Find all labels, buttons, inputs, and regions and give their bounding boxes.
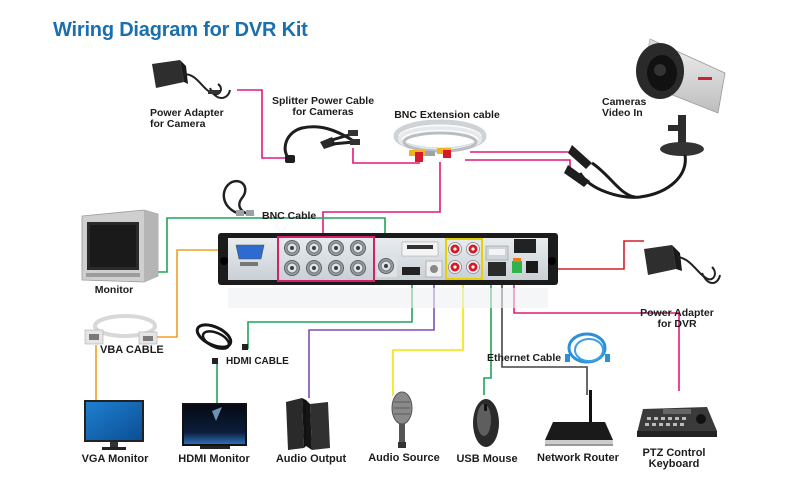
label-ptz-keyboard: PTZ Control Keyboard	[642, 447, 706, 470]
dvr-recorder-icon	[218, 233, 558, 285]
ethernet-cable-icon	[565, 332, 610, 364]
label-audio-source: Audio Source	[368, 452, 440, 464]
label-vga-monitor: VGA Monitor	[81, 453, 149, 465]
hdmi-cable-icon	[195, 323, 248, 364]
label-usb-mouse: USB Mouse	[456, 453, 518, 465]
power-adapter-dvr-icon	[644, 245, 721, 284]
wire-extension-to-camera-power	[465, 159, 571, 168]
wire-extension-to-dvr-inputs	[322, 162, 441, 237]
label-cameras-video-in: Cameras Video In	[602, 96, 647, 119]
wire-usb-mouse	[483, 258, 492, 395]
cctv-camera-icon	[564, 38, 726, 199]
label-power-adapter-camera: Power Adapter for Camera	[150, 107, 224, 130]
vga-monitor-icon	[84, 400, 144, 450]
crt-monitor-icon	[81, 209, 159, 283]
label-monitor: Monitor	[94, 284, 134, 296]
label-network-router: Network Router	[537, 452, 619, 464]
label-hdmi-monitor: HDMI Monitor	[178, 453, 250, 465]
wire-dvr-power	[526, 240, 644, 270]
label-bnc-cable: BNC Cable	[262, 210, 317, 222]
hdmi-monitor-icon	[182, 403, 247, 449]
wire-audio-source	[392, 282, 464, 396]
router-icon	[545, 390, 613, 446]
label-ethernet-cable: Ethernet Cable	[487, 352, 562, 364]
wire-camera-power-to-splitter	[237, 89, 285, 159]
wire-vga-to-dvr	[140, 249, 240, 338]
diagram-title: Wiring Diagram for DVR Kit	[53, 19, 308, 41]
label-hdmi-cable: HDMI CABLE	[226, 356, 289, 367]
label-bnc-extension: BNC Extension cable	[394, 109, 500, 121]
vga-port	[235, 244, 265, 266]
wire-ethernet	[501, 270, 588, 395]
label-audio-output: Audio Output	[275, 453, 347, 465]
vga-cable-icon	[84, 314, 158, 345]
ptz-keyboard-icon	[637, 407, 717, 437]
bnc-cable-icon	[222, 179, 255, 216]
speakers-icon	[286, 398, 330, 450]
label-vga-cable: VBA CABLE	[100, 344, 164, 356]
dvr-reflection	[228, 288, 548, 308]
microphone-icon	[391, 391, 413, 448]
splitter-cable-icon	[283, 125, 360, 163]
label-power-adapter-dvr: Power Adapter for DVR	[640, 307, 714, 330]
bnc-extension-cable-icon	[393, 119, 487, 162]
mouse-icon	[473, 399, 499, 447]
wire-splitter-to-extension	[352, 148, 420, 164]
power-adapter-icon	[152, 60, 231, 99]
label-splitter-cable: Splitter Power Cable for Cameras	[271, 95, 375, 118]
